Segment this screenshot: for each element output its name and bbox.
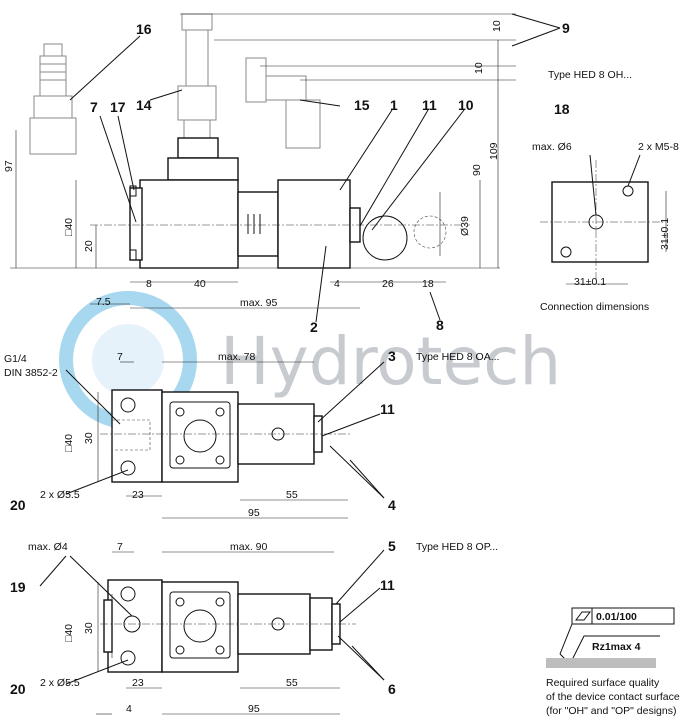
callout-6: 6 (388, 681, 396, 697)
dim-holes-middle: 2 x Ø5.5 (40, 489, 80, 501)
callout-16: 16 (136, 21, 152, 37)
dim-109: 109 (488, 142, 500, 160)
dim-7-5: 7.5 (96, 296, 111, 308)
surface-note-line2: of the device contact surface (546, 691, 680, 703)
surface-note-line3: (for "OH" and "OP" designs) (546, 705, 676, 717)
callout-19: 19 (10, 579, 26, 595)
port-label-line2: DIN 3852-2 (4, 367, 58, 379)
dim-31-vertical: 31±0.1 (659, 218, 671, 250)
flatness-icon (575, 611, 591, 621)
middle-main-block (161, 391, 239, 483)
callout-7: 7 (90, 99, 98, 115)
max-dia6: max. Ø6 (532, 141, 572, 153)
dim-20: 20 (83, 240, 95, 252)
dim-max-dia4: max. Ø4 (28, 541, 68, 553)
main-block (139, 179, 239, 269)
middle-view: G1/4 DIN 3852-2 Type HED 8 OA... 3 11 4 … (4, 348, 499, 519)
dim-sq40-middle: □40 (63, 434, 75, 452)
dim-sq40-bottom: □40 (63, 624, 75, 642)
dim-55-bottom: 55 (286, 677, 298, 689)
callout-11: 11 (422, 97, 437, 113)
contact-surface (546, 658, 656, 668)
dim-55-middle: 55 (286, 489, 298, 501)
tube (237, 191, 279, 257)
dim-7-middle: 7 (117, 351, 123, 363)
dim-4-bottom: 4 (126, 703, 132, 715)
type-label-op: Type HED 8 OP... (416, 541, 498, 553)
dim-97: 97 (3, 160, 15, 172)
callout-9: 9 (562, 20, 570, 36)
plug-14 (177, 13, 217, 139)
callout-4: 4 (388, 497, 396, 513)
bottom-view: Type HED 8 OP... 5 11 6 19 20 max. Ø4 7 … (10, 538, 498, 715)
dim-18: 18 (422, 278, 434, 290)
dim-7-bottom: 7 (117, 541, 123, 553)
dim-holes-bottom: 2 x Ø5.5 (40, 677, 80, 689)
dim-30-bottom: 30 (83, 622, 95, 634)
dim-max78: max. 78 (218, 351, 256, 363)
dim-4: 4 (334, 278, 340, 290)
watermark-text: Hydrotech (220, 323, 561, 400)
dim-max90: max. 90 (230, 541, 268, 553)
dim-sq40: □40 (63, 218, 75, 236)
thread-m5: 2 x M5-8 (638, 141, 679, 153)
dim-26: 26 (382, 278, 394, 290)
callout-11-bottom: 11 (380, 577, 395, 593)
callout-14: 14 (136, 97, 152, 113)
callout-17: 17 (110, 99, 126, 115)
callout-2: 2 (310, 319, 318, 335)
dim-95-middle: 95 (248, 507, 260, 519)
middle-base-block (111, 389, 163, 483)
dim-30-middle: 30 (83, 432, 95, 444)
callout-5: 5 (388, 538, 396, 554)
surface-quality: 0.01/100 Rz1max 4 Required surface quali… (546, 607, 680, 717)
dim-max95: max. 95 (240, 297, 278, 309)
dim-23-bottom: 23 (132, 677, 144, 689)
callout-3: 3 (388, 348, 396, 364)
plug-16 (29, 43, 77, 155)
watermark-logo-core (92, 324, 164, 396)
connection-caption: Connection dimensions (540, 301, 649, 313)
roughness-value: Rz1max 4 (592, 641, 641, 653)
callout-8: 8 (436, 317, 444, 333)
callout-18: 18 (554, 101, 570, 117)
top-housing (167, 157, 239, 181)
connection-dimensions: 18 max. Ø6 2 x M5-8 31±0.1 31±0.1 Connec… (532, 101, 679, 313)
dim-10-a: 10 (491, 20, 503, 32)
dim-23-middle: 23 (132, 489, 144, 501)
callout-10: 10 (458, 97, 474, 113)
type-label-oh: Type HED 8 OH... (548, 69, 632, 81)
dim-90: 90 (471, 164, 483, 176)
surface-note-line1: Required surface quality (546, 677, 660, 689)
connector-head (177, 137, 219, 159)
callout-11-middle: 11 (380, 401, 395, 417)
mount-plate (129, 187, 143, 261)
flatness-value: 0.01/100 (596, 611, 637, 623)
top-view: 16 7 17 14 15 1 11 10 9 2 8 Type HED 8 O… (3, 13, 632, 335)
adjust-sleeve (277, 179, 351, 269)
dim-8: 8 (146, 278, 152, 290)
dim-95-bottom: 95 (248, 703, 260, 715)
dim-31-horizontal: 31±0.1 (574, 276, 606, 288)
dim-dia39: Ø39 (459, 216, 471, 236)
plug-15 (245, 57, 321, 149)
port-label-line1: G1/4 (4, 353, 27, 365)
bottom-main-block (161, 581, 239, 673)
callout-15: 15 (354, 97, 370, 113)
dim-10-b: 10 (473, 62, 485, 74)
dim-40: 40 (194, 278, 206, 290)
callout-20-bottom: 20 (10, 681, 26, 697)
flatness-frame (571, 607, 675, 625)
type-label-oa: Type HED 8 OA... (416, 351, 499, 363)
callout-20-middle: 20 (10, 497, 26, 513)
callout-1: 1 (390, 97, 398, 113)
